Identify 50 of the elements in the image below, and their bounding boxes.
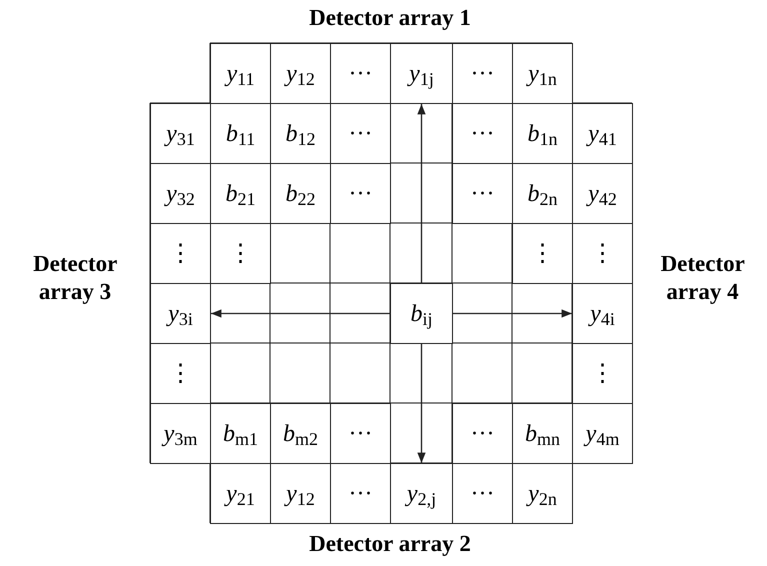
grid-cell: y$_{12}$ <box>270 463 331 524</box>
grid-cell: ⋮ <box>512 223 573 284</box>
grid-cell: ··· <box>330 463 391 524</box>
grid-cell: y$_{4m}$ <box>572 403 633 464</box>
grid-cell: b$_{22}$ <box>270 163 331 224</box>
arrow <box>417 344 426 463</box>
grid-cell: ··· <box>330 163 391 224</box>
grid-cell: b$_{2n}$ <box>512 163 573 224</box>
grid-cell: ⋮ <box>150 223 211 284</box>
grid-cell: ··· <box>452 163 513 224</box>
grid-cell: y$_{3m}$ <box>150 403 211 464</box>
grid-cell: b$_{m2}$ <box>270 403 331 464</box>
grid-cell: b$_{12}$ <box>270 103 331 164</box>
grid-cell: b$_{1n}$ <box>512 103 573 164</box>
array-label: Detector array 3 <box>33 250 117 306</box>
array-label: Detector array 1 <box>309 5 471 30</box>
grid-cell: y$_{3i}$ <box>150 283 211 344</box>
grid-cell: y$_{21}$ <box>210 463 271 524</box>
grid-cell: y$_{41}$ <box>572 103 633 164</box>
grid-cell: y$_{2n}$ <box>512 463 573 524</box>
grid-cell: b$_{ij}$ <box>390 283 453 344</box>
grid-cell: b$_{11}$ <box>210 103 271 164</box>
grid-cell: b$_{mn}$ <box>512 403 573 464</box>
grid-cell: y$_{2,j}$ <box>390 463 453 524</box>
arrow <box>453 309 572 318</box>
grid-cell: ··· <box>452 403 513 464</box>
grid-cell: ⋮ <box>150 343 211 404</box>
grid-cell: ··· <box>452 43 513 104</box>
grid-cell: ··· <box>452 103 513 164</box>
grid-cell: b$_{21}$ <box>210 163 271 224</box>
grid-cell: y$_{32}$ <box>150 163 211 224</box>
grid-cell: ··· <box>452 463 513 524</box>
grid-cell: ··· <box>330 103 391 164</box>
grid-cell: ··· <box>330 403 391 464</box>
arrow <box>417 104 426 283</box>
grid-cell: ⋮ <box>210 223 271 284</box>
grid-cell: ⋮ <box>572 223 633 284</box>
grid-cell: ··· <box>330 43 391 104</box>
grid-cell: y$_{1j}$ <box>390 43 453 104</box>
arrow <box>211 309 390 318</box>
grid-cell: y$_{31}$ <box>150 103 211 164</box>
grid-cell: y$_{42}$ <box>572 163 633 224</box>
grid-cell: y$_{1n}$ <box>512 43 573 104</box>
array-label: Detector array 2 <box>309 531 471 556</box>
grid-cell: y$_{4i}$ <box>572 283 633 344</box>
array-label: Detector array 4 <box>660 250 744 306</box>
grid-cell: y$_{11}$ <box>210 43 271 104</box>
grid-cell: ⋮ <box>572 343 633 404</box>
grid-cell: b$_{m1}$ <box>210 403 271 464</box>
grid-cell: y$_{12}$ <box>270 43 331 104</box>
